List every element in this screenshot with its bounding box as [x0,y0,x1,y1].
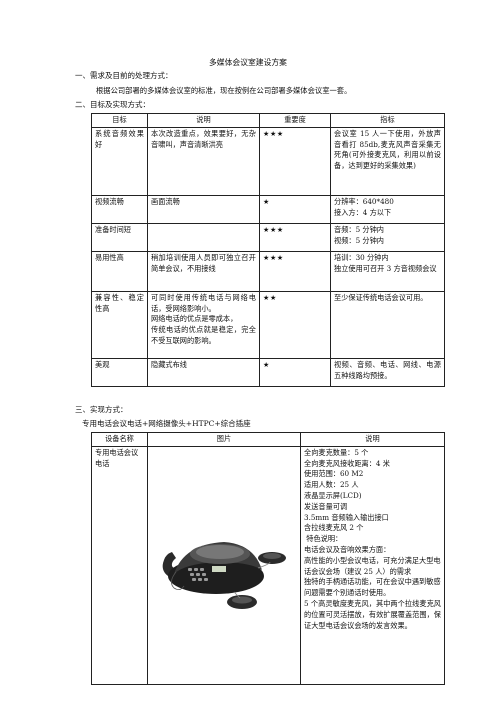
importance-stars: ★ [259,357,331,387]
goals-header-importance: 重要度 [259,113,331,128]
desc-cell: 本次改造重点，效果要好，无杂音啸叫，声音清晰洪亮 [147,126,260,196]
goal-cell: 准备时间短 [91,222,148,252]
section-1-heading: 一、需求及目前的处理方式： [75,71,173,80]
spec-line: 电话会议及音响效果方面： [304,544,391,554]
spec-line: 特色说明： [304,534,343,544]
goal-cell: 易用性高 [91,250,148,292]
desc-line: 本次改造重点，效果要好，无杂音啸叫，声音清晰洪亮 [151,128,256,149]
goals-row: 准备时间短 ★★★ 音频：5 分钟内 视频：5 分钟内 [91,222,445,252]
goal-cell: 视频流畅 [91,194,148,224]
goals-row: 兼容性、稳定性高 可同时使用传统电话与网络电话，受网络影响小。 网络电话的优点是… [91,290,445,359]
metric-cell: 至少保证传统电话会议可用。 [330,290,445,359]
desc-cell: 隐藏式布线 [147,357,260,387]
equipment-header-spec: 说明 [300,432,445,447]
conference-phone-icon [162,541,286,609]
goal-cell: 兼容性、稳定性高 [91,290,148,359]
goals-row: 易用性高 稍加培训使用人员即可独立召开简单会议，不用接线 ★★★ 培训：30 分… [91,250,445,292]
goals-header-row: 目标 说明 重要度 指标 [91,113,445,128]
desc-line: 隐藏式布线 [151,359,187,369]
goal-cell: 美观 [91,357,148,387]
spec-line: 5 个高灵敏度麦克风，其中两个拉线麦克风的位置可灵活摆放，有效扩展覆盖范围，保证… [304,598,441,630]
equipment-header-row: 设备名称 图片 说明 [91,432,445,447]
desc-line: 稍加培训使用人员即可独立召开简单会议，不用接线 [151,252,256,273]
metric-line: 音频：5 分钟内 [334,224,384,234]
goals-header-goal: 目标 [91,113,148,128]
desc-line: 可同时使用传统电话与网络电话，受网络影响小。 [151,292,256,313]
metric-cell: 分辨率：640*480 接入方：4 方以下 [330,194,445,224]
device-name-cell: 专用电话会议电话 [91,445,148,685]
desc-cell [147,222,260,252]
spec-cell: 全向麦克数量：5 个 全向麦克风接收距离：4 米 使用范围：60 M2 适用人数… [300,445,445,685]
goals-row: 美观 隐藏式布线 ★ 视频、音频、电话、网线、电源五种线路均预接。 [91,357,445,387]
equipment-table: 设备名称 图片 说明 专用电话会议电话 [91,432,445,685]
goal-cell: 系统音频效果好 [91,126,148,196]
metric-line: 视频：5 分钟内 [334,235,384,245]
importance-stars: ★★★ [259,250,331,292]
desc-line: 画面流畅 [151,196,180,206]
spec-line: 独特的手柄通话功能，可在会议中遇到敏感问题需要个别通话时使用。 [304,577,441,598]
metric-line: 接入方：4 方以下 [334,207,392,217]
equipment-header-image: 图片 [147,432,301,447]
importance-stars: ★ [259,194,331,224]
desc-cell: 稍加培训使用人员即可独立召开简单会议，不用接线 [147,250,260,292]
metric-line: 会议室 15 人一下使用，外放声音看打 85db,麦克风声音采集无死角(可外接麦… [334,128,441,171]
importance-stars: ★★★ [259,126,331,196]
spec-line: 全向麦克数量：5 个 [304,447,369,457]
metric-cell: 视频、音频、电话、网线、电源五种线路均预接。 [330,357,445,387]
goals-row: 系统音频效果好 本次改造重点，效果要好，无杂音啸叫，声音清晰洪亮 ★★★ 会议室… [91,126,445,196]
desc-cell: 画面流畅 [147,194,260,224]
goals-header-metric: 指标 [330,113,445,128]
spec-line: 发送音量可调 [304,501,348,511]
goals-header-desc: 说明 [147,113,260,128]
metric-line: 培训：30 分钟内 [334,252,389,262]
importance-stars: ★★ [259,290,331,359]
metric-line: 视频、音频、电话、网线、电源五种线路均预接。 [334,359,441,380]
section-2-heading: 二、目标及实现方式： [75,100,150,109]
desc-cell: 可同时使用传统电话与网络电话，受网络影响小。 网络电话的优点是零成本， 传统电话… [147,290,260,359]
spec-line: 使用范围：60 M2 [304,469,364,479]
section-3-heading: 三、实现方式： [75,405,128,414]
spec-line: 适用人数：25 人 [304,480,359,490]
conference-phone-image [147,445,301,685]
doc-title: 多媒体会议室建设方案 [209,58,287,67]
desc-line: 网络电话的优点是零成本， [151,314,238,324]
section-1-paragraph: 根据公司部署的多媒体会议室的标准，现在按例在公司部署多媒体会议室一套。 [96,86,352,95]
spec-line: 3.5mm 音频输入输出接口 [304,512,389,522]
importance-stars: ★★★ [259,222,331,252]
metric-line: 至少保证传统电话会议可用。 [334,292,428,302]
desc-line: 传统电话的优点就是稳定，完全不受互联网的影响。 [151,325,256,345]
goals-row: 视频流畅 画面流畅 ★ 分辨率：640*480 接入方：4 方以下 [91,194,445,224]
goals-table: 目标 说明 重要度 指标 系统音频效果好 本次改造重点，效果要好，无杂音啸叫，声… [91,113,445,387]
metric-cell: 会议室 15 人一下使用，外放声音看打 85db,麦克风声音采集无死角(可外接麦… [330,126,445,196]
spec-line: 含拉线麦克风 2 个 [304,523,364,533]
metric-line: 独立使用可召开 3 方音视频会议 [334,263,437,273]
spec-line: 高性能的小型会议电话，可充分满足大型电话会议会场（建议 25 人）的需求 [304,555,441,576]
equipment-row: 专用电话会议电话 [91,445,445,685]
section-3-paragraph: 专用电话会议电话+网络摄像头+HTPC+综合插座 [82,419,251,428]
spec-line: 全向麦克风接收距离：4 米 [304,458,390,468]
metric-cell: 培训：30 分钟内 独立使用可召开 3 方音视频会议 [330,250,445,292]
equipment-header-name: 设备名称 [91,432,148,447]
spec-line: 液晶显示屏(LCD) [304,490,362,500]
metric-cell: 音频：5 分钟内 视频：5 分钟内 [330,222,445,252]
metric-line: 分辨率：640*480 [334,196,394,206]
